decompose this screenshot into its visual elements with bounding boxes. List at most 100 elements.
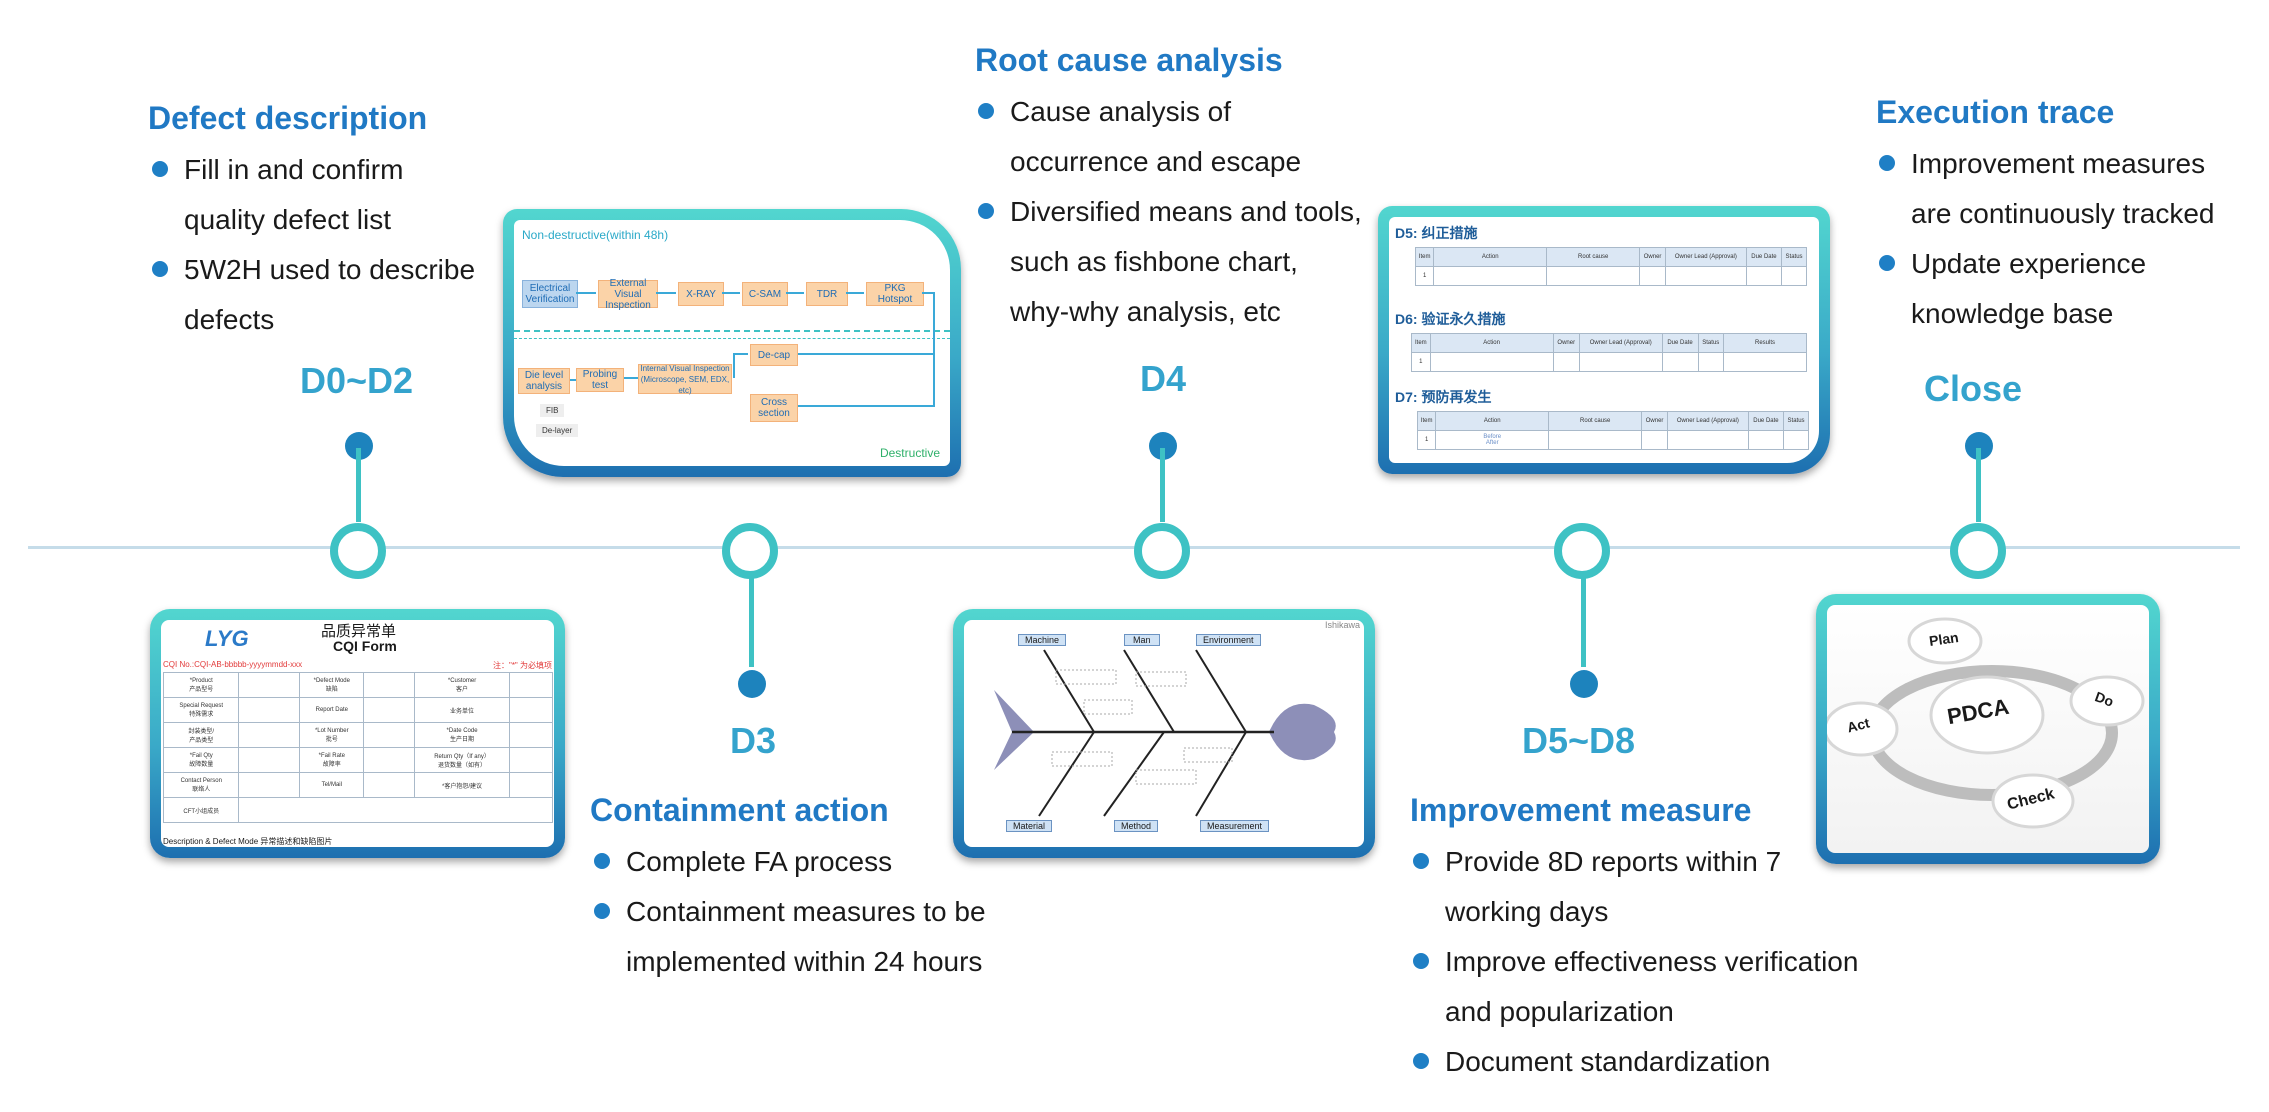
execution-trace-list: Improvement measures are continuously tr…: [1877, 139, 2257, 339]
flow-box-delayer: De-layer: [536, 424, 579, 437]
table-cell: Report Date: [299, 697, 365, 723]
table-header: Owner Lead (Approval): [1666, 411, 1749, 431]
fish-head: [1269, 703, 1336, 761]
lyg-logo: LYG: [205, 626, 249, 651]
node-stem: [749, 571, 754, 667]
timeline-node-d5-d8: [1554, 523, 1610, 579]
table-cell: *Fail Qty 故障数量: [162, 747, 240, 773]
node-dot: [1570, 670, 1598, 698]
fishbone-man: Man: [1124, 634, 1160, 646]
fa-top-label: Non-destructive(within 48h): [522, 228, 669, 242]
table-header: Status: [1697, 333, 1725, 353]
d7-table: Item Action Root cause Owner Owner Lead …: [1416, 411, 1809, 450]
list-item-text: Provide 8D reports within 7 working days: [1445, 846, 1782, 927]
table-cell: Tel/Mail: [299, 772, 365, 798]
containment-action-title: Containment action: [590, 792, 889, 828]
flow-arrows: [570, 292, 935, 407]
list-item-text: Diversified means and tools, such as fis…: [1010, 196, 1362, 327]
divider: [514, 338, 950, 339]
improvement-measure-title: Improvement measure: [1410, 792, 1752, 828]
list-item: Containment measures to be implemented w…: [592, 887, 1012, 987]
flow-box-cross-section: Cross section: [750, 394, 798, 422]
fishbone-method: Method: [1114, 820, 1159, 832]
fishbone-machine: Machine: [1018, 634, 1067, 646]
flow-box-die-level: Die level analysis: [518, 368, 570, 394]
phase-label-d3: D3: [730, 720, 777, 761]
phase-label-d5-d8: D5~D8: [1522, 720, 1636, 761]
table-header: Root cause: [1546, 247, 1641, 267]
table-cell: *Defect Mode 缺陷: [299, 672, 365, 698]
table-cell: 1: [1416, 430, 1437, 450]
cqi-number: CQI No.:CQI-AB-bbbbb-yyyymmdd-xxx: [163, 660, 303, 669]
list-item: Improvement measures are continuously tr…: [1877, 139, 2257, 239]
list-item: Provide 8D reports within 7 working days: [1411, 837, 1881, 937]
table-cell: *客户抱怨/建议: [414, 772, 510, 798]
node-stem: [1160, 448, 1165, 522]
pdca-diagram: [1827, 617, 2145, 829]
table-cell: 1: [1411, 352, 1431, 372]
table-cell: *Customer 客户: [414, 672, 510, 698]
table-cell: Return Qty（If any） 退货数量（如有）: [414, 747, 510, 773]
report-card: D5: 纠正措施 Item Action Root cause Owner Ow…: [1378, 206, 1830, 474]
check-disc: [1991, 773, 2075, 829]
flow-box-pkg-hotspot: PKG Hotspot: [866, 282, 924, 306]
flow-box-tdr: TDR: [806, 282, 848, 306]
table-header: Status: [1783, 411, 1809, 431]
improvement-measure-list: Provide 8D reports within 7 working days…: [1411, 837, 1881, 1087]
do-disc: [2069, 675, 2145, 727]
d7-title: D7: 预防再发生: [1395, 389, 1492, 405]
list-item: Fill in and confirm quality defect list: [150, 145, 510, 245]
fa-bottom-label: Destructive: [879, 446, 940, 460]
table-cell: *Date Code 生产日期: [414, 722, 510, 748]
table-header: Due Date: [1747, 411, 1785, 431]
list-item-text: Document standardization: [1445, 1046, 1771, 1077]
list-item-text: Improve effectiveness verification and p…: [1445, 946, 1859, 1027]
fishbone-corner-label: Ishikawa: [1324, 620, 1360, 630]
table-header: Due Date: [1661, 333, 1699, 353]
list-item: Document standardization: [1411, 1037, 1881, 1087]
list-item: Update experience knowledge base: [1877, 239, 2257, 339]
table-header: Item: [1414, 247, 1435, 267]
node-dot: [738, 670, 766, 698]
table-cell: Special Request 特殊需求: [162, 697, 240, 723]
cqi-title: CQI Form: [333, 638, 397, 654]
timeline-node-d3: [722, 523, 778, 579]
d5-title: D5: 纠正措施: [1395, 225, 1478, 241]
divider: [514, 330, 950, 332]
list-item-text: Update experience knowledge base: [1911, 248, 2147, 329]
table-cell: 封装类型/ 产品类型: [162, 722, 240, 748]
fish-bones: [1038, 649, 1247, 817]
timeline-node-close: [1950, 523, 2006, 579]
execution-trace-title: Execution trace: [1876, 94, 2115, 130]
list-item: Improve effectiveness verification and p…: [1411, 937, 1881, 1037]
cqi-table: *Product 产品型号*Defect Mode 缺陷*Customer 客户…: [162, 672, 553, 823]
phase-label-d4: D4: [1140, 358, 1187, 399]
list-item: Diversified means and tools, such as fis…: [976, 187, 1396, 337]
table-cell: 业务单位: [414, 697, 510, 723]
table-header: Root cause: [1548, 411, 1643, 431]
flow-box-fib: FIB: [540, 404, 565, 417]
fishbone-measurement: Measurement: [1200, 820, 1270, 832]
act-disc: [1827, 701, 1899, 757]
table-header: Owner: [1639, 247, 1666, 267]
table-cell: Before After: [1435, 430, 1550, 450]
timeline-node-d4: [1134, 523, 1190, 579]
cqi-footer: Description & Defect Mode 异常描述和缺陷图片: [163, 837, 333, 846]
table-cell: *Fail Rate 故障率: [299, 747, 365, 773]
list-item-text: Improvement measures are continuously tr…: [1911, 148, 2215, 229]
table-header: Results: [1723, 333, 1807, 353]
fishbone-material: Material: [1006, 820, 1053, 832]
table-header: Status: [1781, 247, 1807, 267]
defect-description-list: Fill in and confirm quality defect list …: [150, 145, 510, 345]
table-header: Due Date: [1745, 247, 1783, 267]
list-item: Complete FA process: [592, 837, 1012, 887]
phase-label-d0-d2: D0~D2: [300, 360, 414, 401]
cqi-note: 注："*" 为必填项: [492, 661, 552, 670]
fishbone-diagram: [994, 649, 1336, 817]
d6-title: D6: 验证永久措施: [1395, 311, 1506, 327]
table-cell: CFT小组成员: [162, 797, 240, 823]
list-item: 5W2H used to describe defects: [150, 245, 510, 345]
node-stem: [356, 448, 361, 522]
containment-action-list: Complete FA process Containment measures…: [592, 837, 1012, 987]
flow-box-csam: C-SAM: [742, 282, 788, 306]
